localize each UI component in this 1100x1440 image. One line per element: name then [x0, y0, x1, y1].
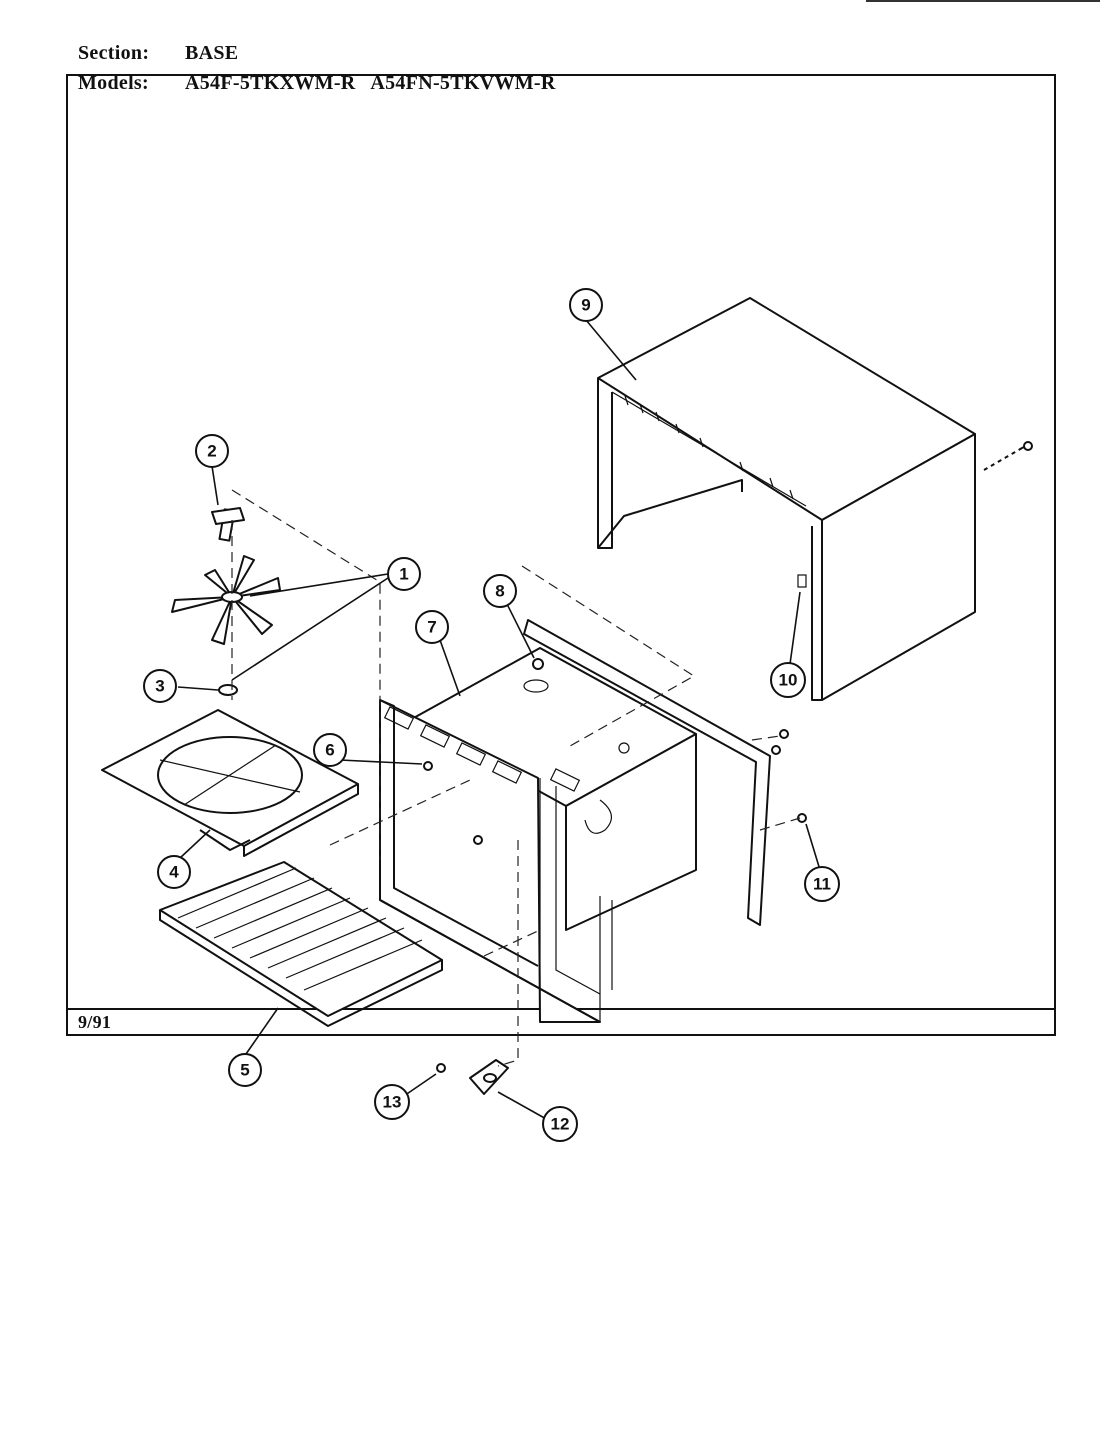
callout-7: 7	[415, 610, 449, 644]
callout-4: 4	[157, 855, 191, 889]
svg-text:10: 10	[779, 671, 798, 690]
svg-text:12: 12	[551, 1115, 570, 1134]
part-fan-baffle	[101, 709, 359, 857]
section-label: Section:	[78, 42, 150, 64]
callout-3: 3	[143, 669, 177, 703]
part-washer	[218, 684, 238, 696]
screws	[423, 441, 1033, 1073]
assembly-lines	[231, 489, 801, 1067]
callout-11: 11	[804, 866, 840, 902]
svg-text:3: 3	[155, 677, 164, 696]
svg-text:13: 13	[383, 1093, 402, 1112]
part-fan-blade	[171, 555, 281, 645]
part-outer-cabinet	[597, 297, 976, 701]
svg-text:5: 5	[240, 1061, 249, 1080]
svg-text:7: 7	[427, 618, 436, 637]
callout-13: 13	[374, 1084, 410, 1120]
callout-1: 1	[387, 557, 421, 591]
callout-10: 10	[770, 662, 806, 698]
svg-text:9: 9	[581, 296, 590, 315]
svg-text:8: 8	[495, 582, 504, 601]
callout-5: 5	[228, 1053, 262, 1087]
callout-12: 12	[542, 1106, 578, 1142]
svg-text:6: 6	[325, 741, 334, 760]
svg-text:4: 4	[169, 863, 179, 882]
section-value: BASE	[185, 42, 239, 64]
part-shaft-bolt	[211, 507, 245, 542]
part-oven-rack	[159, 861, 443, 1027]
svg-text:11: 11	[813, 875, 831, 894]
top-edge-rule	[866, 0, 1100, 2]
callout-2: 2	[195, 434, 229, 468]
callout-6: 6	[313, 733, 347, 767]
part-bracket	[469, 1059, 509, 1095]
models-label: Models:	[78, 72, 149, 94]
callout-9: 9	[569, 288, 603, 322]
part-oven-cavity	[379, 619, 771, 1023]
callouts: 1 2 3 4 5 6 7 8 9 10 11 12 13	[143, 288, 840, 1142]
footer-date: 9/91	[78, 1012, 112, 1032]
svg-text:1: 1	[399, 565, 408, 584]
diagram-frame	[66, 74, 1056, 1036]
svg-text:2: 2	[207, 442, 216, 461]
callout-8: 8	[483, 574, 517, 608]
leader-lines	[177, 319, 821, 1121]
models-value: A54F-5TKXWM-R A54FN-5TKVWM-R	[185, 72, 556, 94]
